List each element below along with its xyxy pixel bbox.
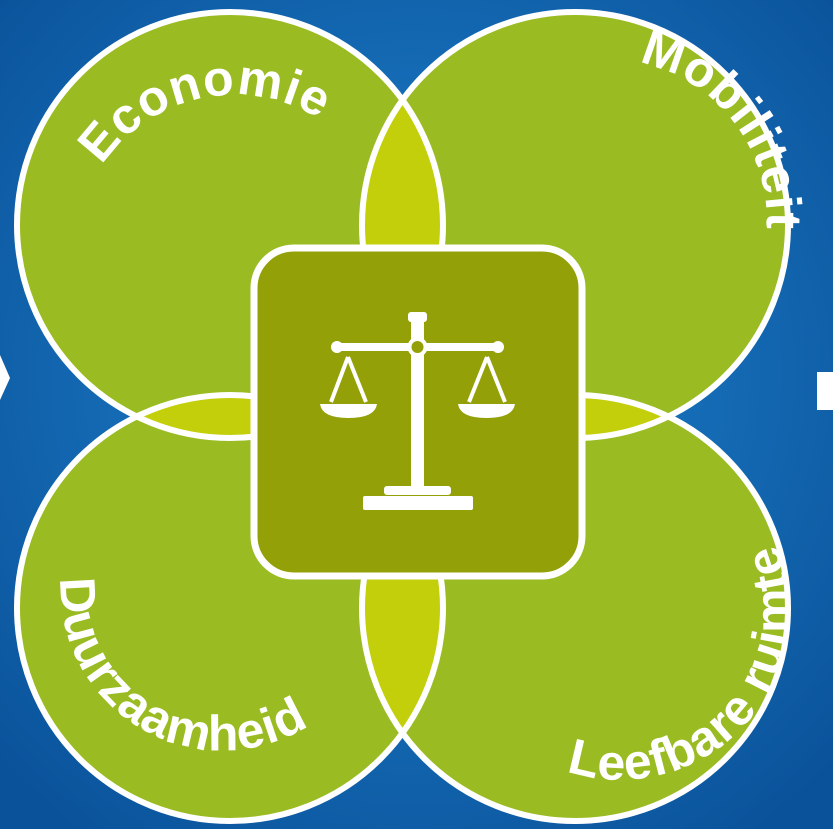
left-arrow-icon xyxy=(0,355,10,400)
balance-scale-icon xyxy=(320,312,515,510)
right-arrow-icon xyxy=(817,372,833,410)
